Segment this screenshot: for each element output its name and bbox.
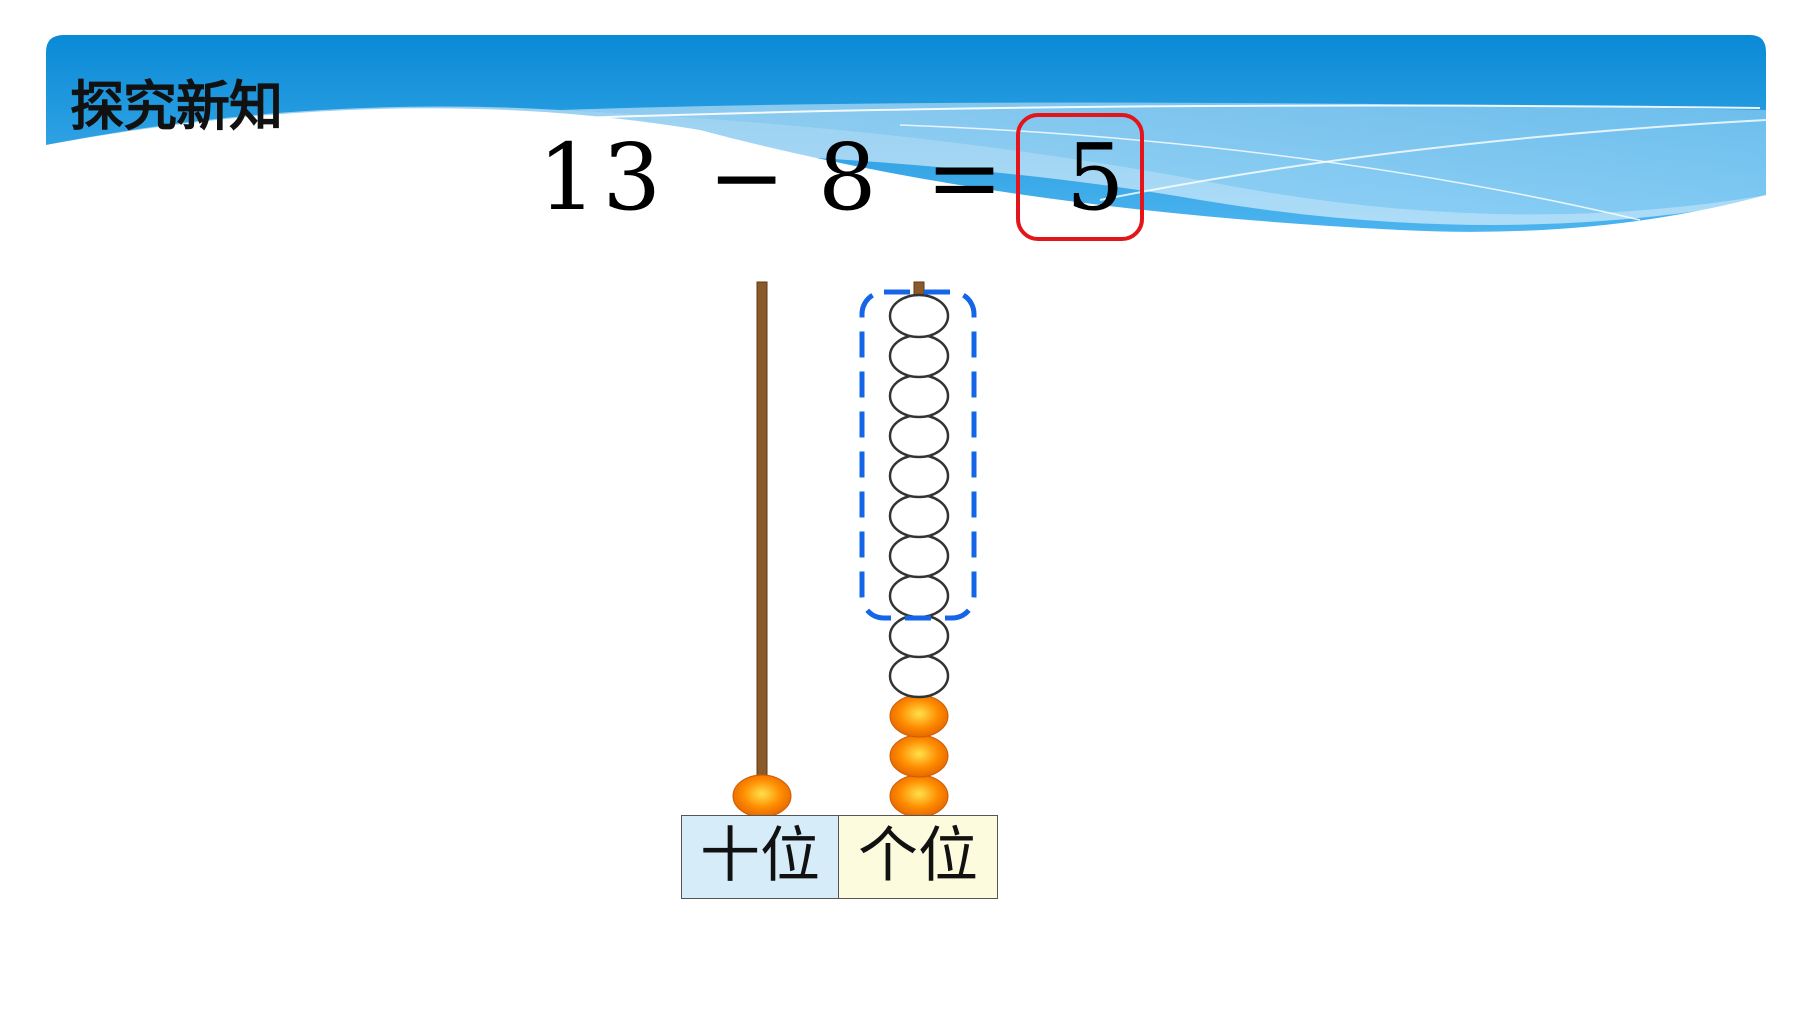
- tens-beads: [732, 774, 792, 818]
- header-banner: [46, 35, 1767, 232]
- ones-bead: [889, 694, 949, 738]
- tens-bead: [732, 774, 792, 818]
- removed-beads-highlight: [859, 289, 977, 621]
- ones-bead-removed: [888, 533, 950, 579]
- result-highlight-box: [1016, 113, 1144, 241]
- ones-bead: [889, 734, 949, 778]
- ones-bead-removed: [888, 373, 950, 419]
- tens-place-label: 十位: [681, 815, 839, 899]
- ones-place-label: 个位: [839, 815, 998, 899]
- ones-beads: [888, 293, 950, 818]
- ones-bead-removed: [888, 453, 950, 499]
- ones-bead-removed: [888, 333, 950, 379]
- ones-bead-removed: [888, 293, 950, 339]
- equation-result: 5: [1066, 124, 1125, 231]
- ones-bead-removed: [888, 653, 950, 699]
- equation-subtrahend: 8: [818, 124, 877, 231]
- equation-minuend: 13: [538, 124, 668, 231]
- ones-bead-removed: [888, 573, 950, 619]
- tens-rod: [756, 281, 768, 803]
- section-title: 探究新知: [70, 75, 283, 138]
- ones-bead-removed: [888, 413, 950, 459]
- ones-bead-removed: [888, 613, 950, 659]
- equation-equals: =: [926, 124, 1004, 231]
- ones-bead: [889, 774, 949, 818]
- ones-bead-removed: [888, 493, 950, 539]
- equation-operator: −: [708, 124, 786, 231]
